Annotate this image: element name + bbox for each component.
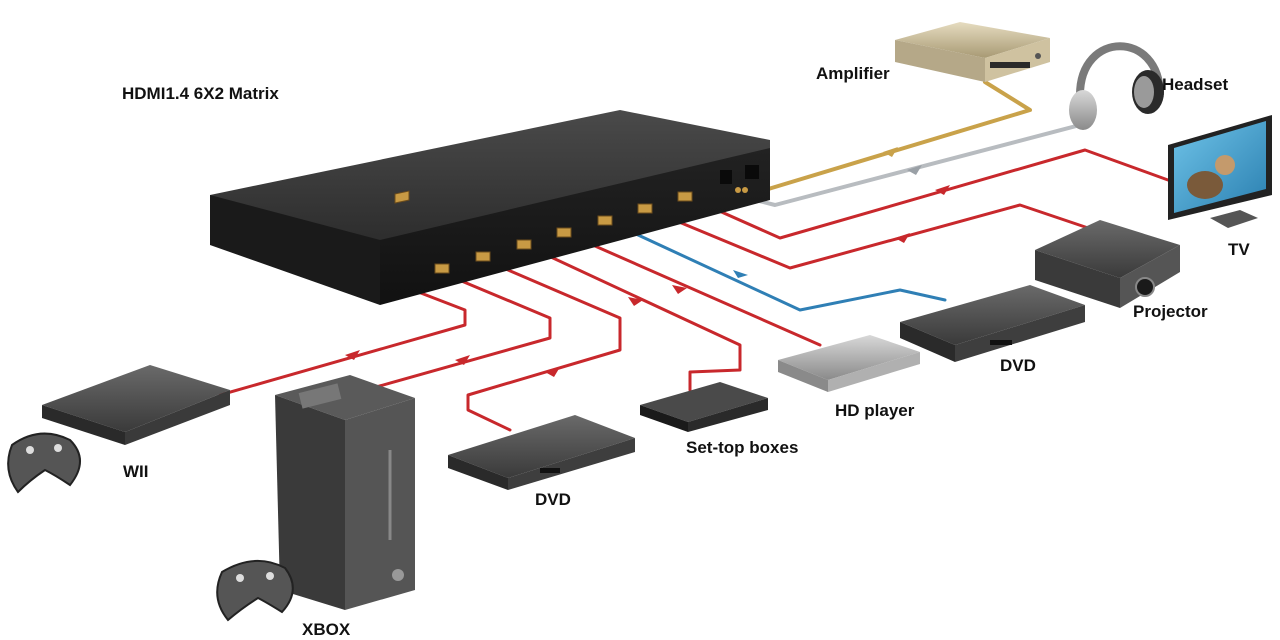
matrix-title: HDMI1.4 6X2 Matrix — [122, 84, 279, 103]
gamepad-icon — [7, 432, 81, 494]
xbox-console — [275, 375, 415, 610]
arrow-xbox — [455, 355, 470, 365]
label-headset: Headset — [1162, 75, 1229, 94]
dvd-left-device — [448, 415, 635, 490]
arrow-projector — [895, 233, 910, 243]
hdmi-matrix — [210, 110, 770, 305]
label-dvd-right: DVD — [1000, 356, 1036, 375]
wii-console — [42, 365, 230, 445]
cable-projector — [648, 203, 1102, 270]
cable-dvd-right — [608, 220, 947, 312]
cable-hd-player — [568, 233, 822, 347]
arrow-hd — [672, 285, 687, 294]
hd-player-device — [778, 335, 920, 392]
projector-device — [1035, 220, 1180, 308]
set-top-box-device — [640, 382, 768, 432]
tv-icon — [1168, 115, 1272, 228]
label-tv: TV — [1228, 240, 1250, 259]
cable-wii — [218, 283, 467, 397]
arrow-dvd-right — [733, 270, 748, 278]
arrow-amp — [883, 147, 898, 157]
amplifier-device — [895, 22, 1050, 82]
arrow-settop — [628, 297, 643, 306]
label-hd-player: HD player — [835, 401, 915, 420]
cable-dvd-left — [466, 256, 622, 432]
dvd-right-device — [900, 285, 1085, 362]
label-dvd-left: DVD — [535, 490, 571, 509]
label-amplifier: Amplifier — [816, 64, 890, 83]
cable-xbox — [328, 270, 552, 402]
arrow-dvd-left — [545, 367, 560, 377]
label-xbox: XBOX — [302, 620, 351, 639]
label-wii: WII — [123, 462, 149, 481]
cable-tv — [688, 148, 1170, 240]
arrow-wii — [345, 350, 360, 360]
cable-settop — [523, 243, 742, 392]
label-projector: Projector — [1133, 302, 1208, 321]
arrow-headset — [907, 165, 922, 175]
gamepad-icon — [216, 559, 294, 622]
arrow-tv — [935, 185, 950, 195]
headphones-icon — [1069, 42, 1164, 130]
label-set-top-boxes: Set-top boxes — [686, 438, 799, 457]
